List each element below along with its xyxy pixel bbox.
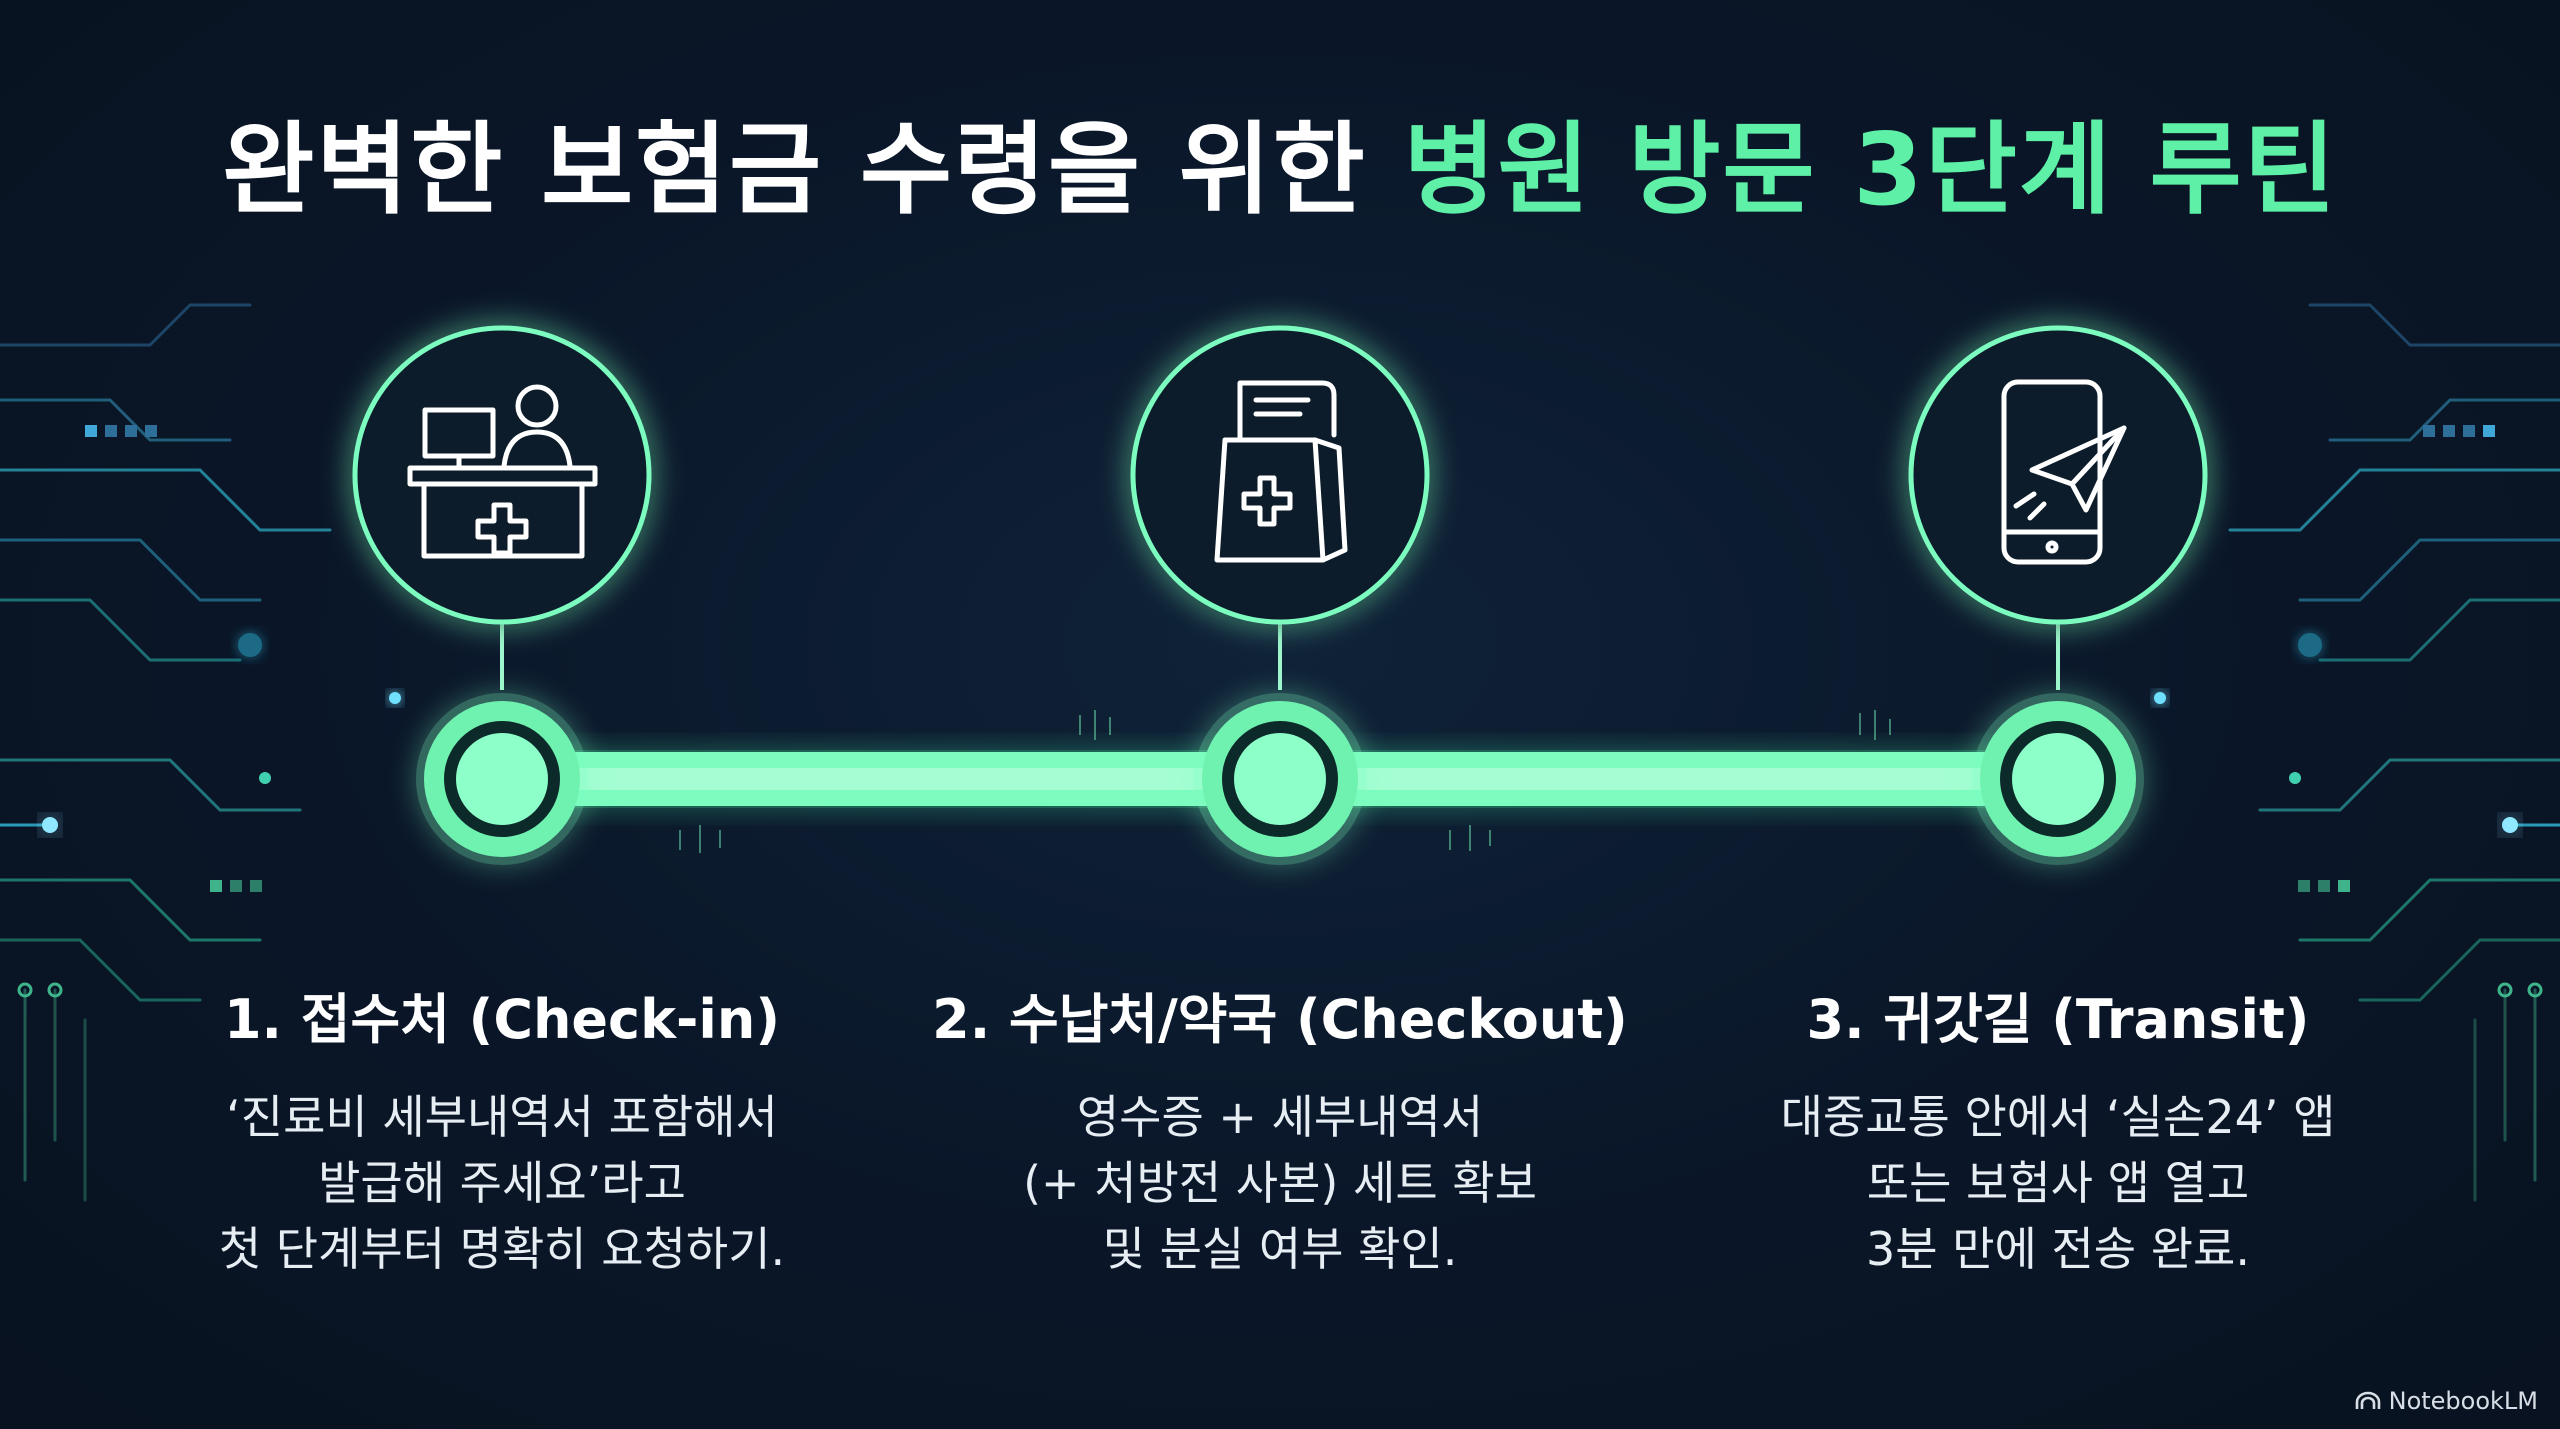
step-1-text: 1. 접수처 (Check-in) ‘진료비 세부내역서 포함해서 발급해 주세…	[122, 975, 882, 1282]
step-1-icon-circle	[352, 325, 652, 625]
reception-desk-icon	[407, 384, 598, 559]
step-2-line-1: 영수증 + 세부내역서	[1076, 1090, 1484, 1144]
slide-title: 완벽한 보험금 수령을 위한 병원 방문 3단계 루틴	[0, 88, 2560, 233]
circuit-traces-left	[0, 303, 397, 1202]
step-1-line-1: ‘진료비 세부내역서 포함해서	[226, 1090, 778, 1144]
circuit-nodes-left	[17, 425, 401, 998]
notebooklm-watermark: NotebookLM	[2355, 1387, 2538, 1415]
step-3-text: 3. 귀갓길 (Transit) 대중교통 안에서 ‘실손24’ 앱 또는 보험…	[1678, 975, 2438, 1282]
phone-send-icon	[2001, 379, 2127, 565]
notebooklm-logo-icon	[2355, 1391, 2380, 1409]
step-3-line-1: 대중교통 안에서 ‘실손24’ 앱	[1780, 1090, 2336, 1144]
title-part-green: 병원 방문 3단계 루틴	[1403, 111, 2338, 228]
brand-label: NotebookLM	[2388, 1387, 2538, 1415]
step-2-icon-circle	[1130, 325, 1430, 625]
step-3-heading: 3. 귀갓길 (Transit)	[1806, 988, 2310, 1051]
connectors	[500, 622, 2060, 690]
step-2-text: 2. 수납처/약국 (Checkout) 영수증 + 세부내역서 (+ 처방전 …	[900, 975, 1660, 1282]
circuit-nodes-right	[2154, 425, 2543, 998]
timeline-node-3	[1972, 693, 2144, 865]
step-2-line-3: 및 분실 여부 확인.	[1102, 1222, 1458, 1276]
title-part-white: 완벽한 보험금 수령을 위한	[222, 111, 1367, 228]
timeline-node-2	[1194, 693, 1366, 865]
receipt-pharmacy-bag-icon	[1214, 380, 1348, 563]
circuit-traces-right	[2158, 303, 2560, 1202]
timeline-node-1	[416, 693, 588, 865]
pulse-waves	[679, 710, 1891, 853]
step-2-line-2: (+ 처방전 사본) 세트 확보	[1023, 1156, 1537, 1210]
step-3-line-2: 또는 보험사 앱 열고	[1866, 1156, 2250, 1210]
step-2-heading: 2. 수납처/약국 (Checkout)	[932, 988, 1628, 1051]
step-3-icon-circle	[1908, 325, 2208, 625]
step-1-heading: 1. 접수처 (Check-in)	[223, 988, 781, 1051]
step-1-line-3: 첫 단계부터 명확히 요청하기.	[218, 1222, 786, 1276]
step-3-line-3: 3분 만에 전송 완료.	[1866, 1222, 2250, 1276]
step-1-line-2: 발급해 주세요’라고	[318, 1156, 686, 1210]
